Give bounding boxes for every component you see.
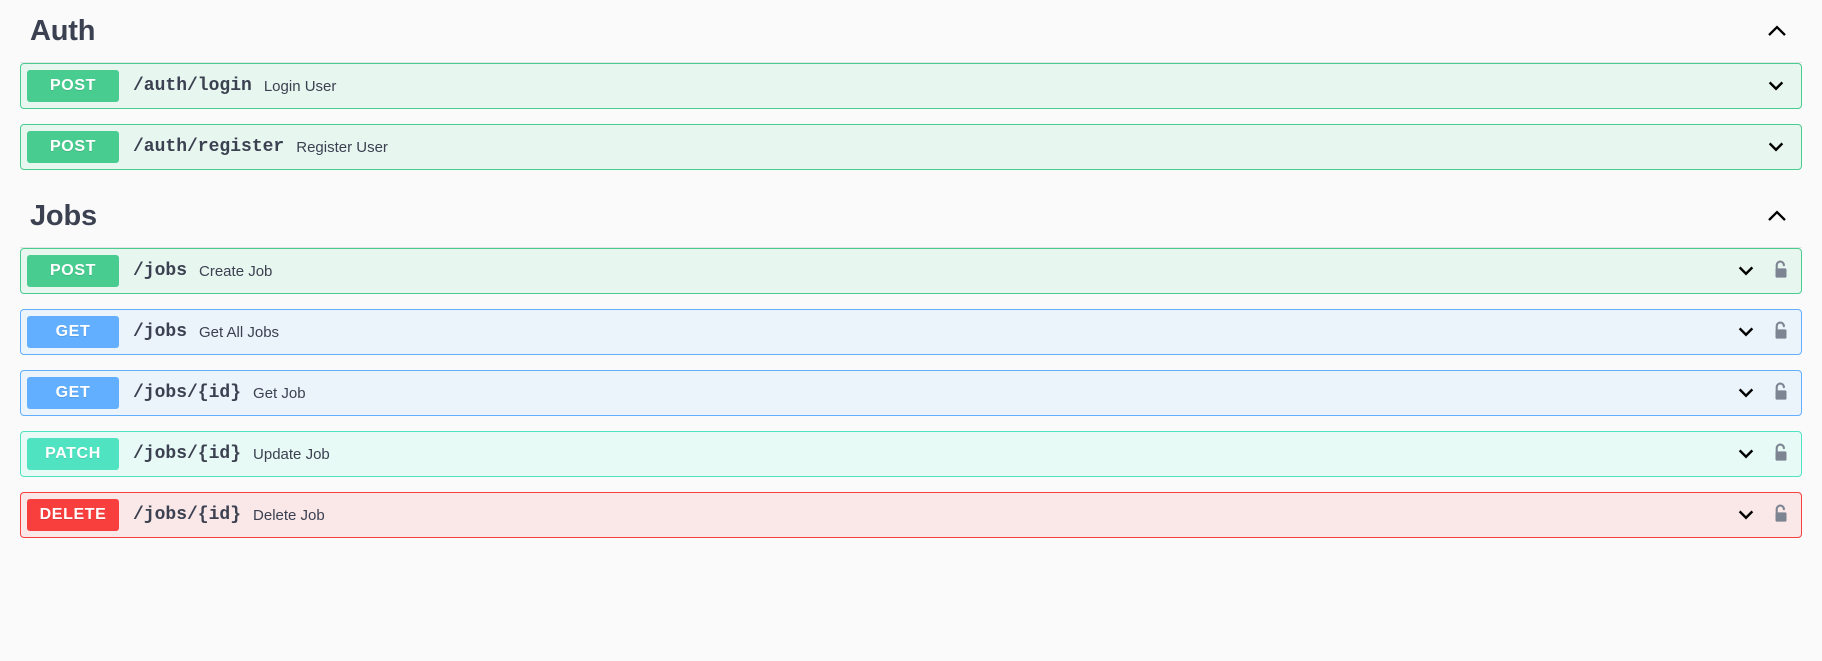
endpoint-path: /auth/register — [133, 137, 285, 157]
chevron-down-icon[interactable] — [1729, 254, 1763, 288]
operation-row[interactable]: POST/jobs Create Job — [20, 248, 1802, 294]
http-method-badge: PATCH — [27, 438, 119, 470]
http-method-badge: POST — [27, 131, 119, 163]
operation-row[interactable]: POST/auth/register Register User — [20, 124, 1802, 170]
unlocked-padlock-icon[interactable] — [1763, 498, 1797, 532]
endpoint-path: /jobs/{id} — [133, 383, 242, 403]
unlocked-padlock-icon[interactable] — [1763, 254, 1797, 288]
chevron-down-icon[interactable] — [1759, 69, 1793, 103]
operation-row[interactable]: PATCH/jobs/{id} Update Job — [20, 431, 1802, 477]
endpoint-description: Create Job — [199, 262, 273, 280]
endpoint-description: Register User — [296, 138, 388, 156]
endpoint-description: Delete Job — [253, 506, 325, 524]
endpoint-path: /jobs — [133, 261, 188, 281]
section-header-auth[interactable]: Auth — [20, 0, 1802, 63]
chevron-down-icon[interactable] — [1759, 130, 1793, 164]
unlocked-padlock-icon[interactable] — [1763, 315, 1797, 349]
http-method-badge: POST — [27, 70, 119, 102]
endpoint-path: /jobs — [133, 322, 188, 342]
section-title: Jobs — [30, 199, 97, 232]
chevron-up-icon[interactable] — [1757, 11, 1797, 51]
endpoint-path: /jobs/{id} — [133, 505, 242, 525]
unlocked-padlock-icon[interactable] — [1763, 376, 1797, 410]
section-header-jobs[interactable]: Jobs — [20, 185, 1802, 248]
endpoint-description: Get Job — [253, 384, 306, 402]
endpoint-path: /jobs/{id} — [133, 444, 242, 464]
endpoint-description: Login User — [263, 77, 337, 95]
unlocked-padlock-icon[interactable] — [1763, 437, 1797, 471]
http-method-badge: POST — [27, 255, 119, 287]
chevron-down-icon[interactable] — [1729, 437, 1763, 471]
operation-row[interactable]: DELETE/jobs/{id} Delete Job — [20, 492, 1802, 538]
http-method-badge: GET — [27, 316, 119, 348]
endpoint-description: Get All Jobs — [199, 323, 280, 341]
operation-row[interactable]: POST/auth/login Login User — [20, 63, 1802, 109]
operation-row[interactable]: GET/jobs Get All Jobs — [20, 309, 1802, 355]
endpoint-description: Update Job — [253, 445, 330, 463]
chevron-down-icon[interactable] — [1729, 498, 1763, 532]
operation-row[interactable]: GET/jobs/{id} Get Job — [20, 370, 1802, 416]
chevron-down-icon[interactable] — [1729, 315, 1763, 349]
chevron-up-icon[interactable] — [1757, 196, 1797, 236]
section-title: Auth — [30, 14, 96, 47]
endpoint-path: /auth/login — [133, 76, 252, 96]
chevron-down-icon[interactable] — [1729, 376, 1763, 410]
http-method-badge: DELETE — [27, 499, 119, 531]
http-method-badge: GET — [27, 377, 119, 409]
